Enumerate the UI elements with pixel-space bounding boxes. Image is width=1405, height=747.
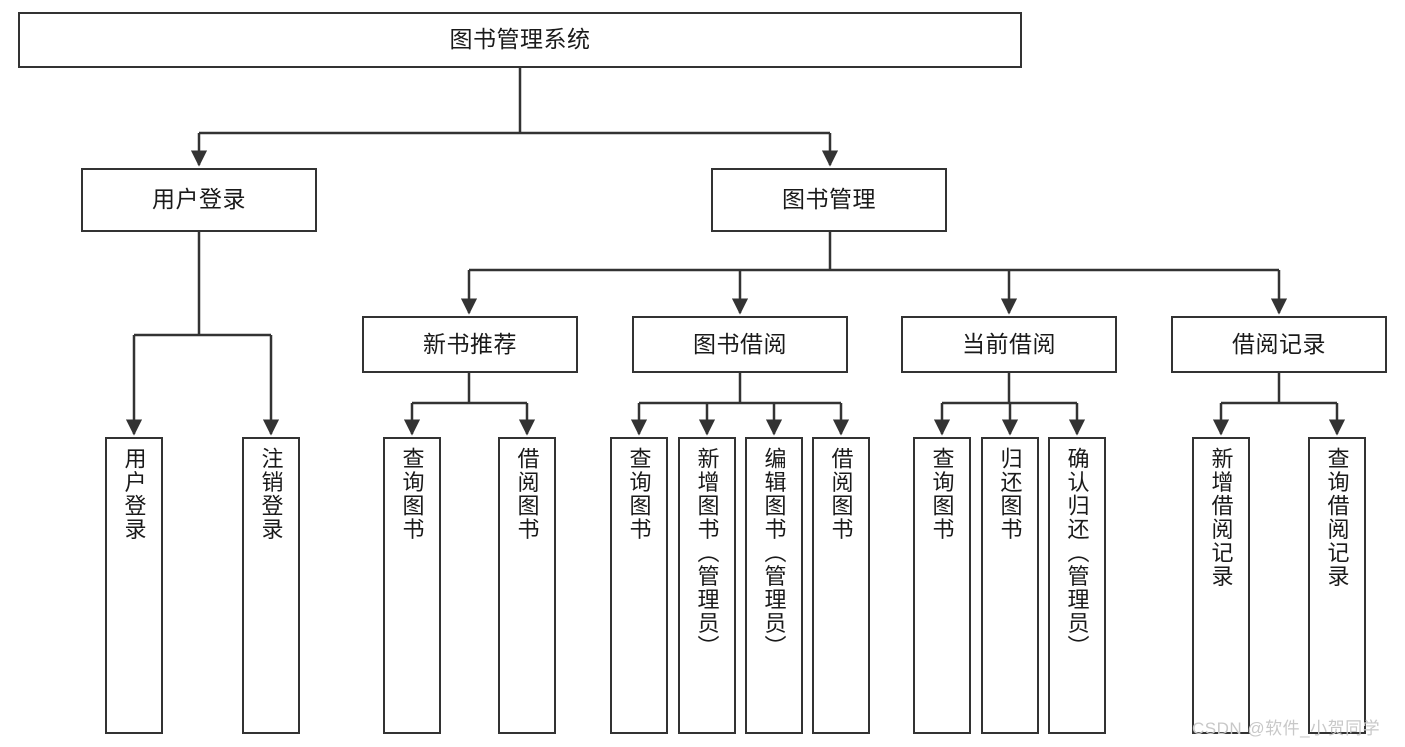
leaf-borrow-edit-book-admin[interactable]: 编辑图书（管理员） [745,437,803,734]
node-label: 查询借阅记录 [1324,447,1350,588]
node-label: 借阅图书 [828,447,854,541]
leaf-borrow-add-book-admin[interactable]: 新增图书（管理员） [678,437,736,734]
node-label: 查询图书 [626,447,652,541]
node-label: 图书借阅 [693,330,787,357]
node-label: 注销登录 [258,447,284,541]
leaf-record-add[interactable]: 新增借阅记录 [1192,437,1250,734]
node-label: 图书管理系统 [449,26,591,53]
node-label: 图书管理 [782,186,876,213]
node-book-borrow[interactable]: 图书借阅 [632,316,848,373]
leaf-current-return-book[interactable]: 归还图书 [981,437,1039,734]
leaf-current-confirm-return-admin[interactable]: 确认归还（管理员） [1048,437,1106,734]
node-label: 查询图书 [929,447,955,541]
node-label: 归还图书 [997,447,1023,541]
node-root-system[interactable]: 图书管理系统 [18,12,1022,68]
node-label: 借阅记录 [1232,330,1326,357]
node-label: 新书推荐 [423,330,517,357]
node-label: 用户登录 [121,447,147,541]
leaf-current-query-book[interactable]: 查询图书 [913,437,971,734]
leaf-borrow-borrow-book[interactable]: 借阅图书 [812,437,870,734]
node-label: 当前借阅 [962,330,1056,357]
leaf-new-book-borrow[interactable]: 借阅图书 [498,437,556,734]
leaf-user-login-signout[interactable]: 注销登录 [242,437,300,734]
node-book-management[interactable]: 图书管理 [711,168,947,232]
csdn-watermark: CSDN @软件_小贺同学 [1192,719,1381,738]
node-label: 确认归还（管理员） [1064,447,1090,659]
node-label: 新增图书（管理员） [694,447,720,659]
node-label: 编辑图书（管理员） [761,447,787,659]
leaf-user-login-signin[interactable]: 用户登录 [105,437,163,734]
leaf-record-query[interactable]: 查询借阅记录 [1308,437,1366,734]
node-current-borrow[interactable]: 当前借阅 [901,316,1117,373]
node-user-login[interactable]: 用户登录 [81,168,317,232]
node-label: 查询图书 [399,447,425,541]
node-label: 用户登录 [152,186,246,213]
node-borrow-record[interactable]: 借阅记录 [1171,316,1387,373]
node-label: 借阅图书 [514,447,540,541]
node-label: 新增借阅记录 [1208,447,1234,588]
leaf-borrow-query-book[interactable]: 查询图书 [610,437,668,734]
leaf-new-book-query[interactable]: 查询图书 [383,437,441,734]
node-new-book-recommend[interactable]: 新书推荐 [362,316,578,373]
